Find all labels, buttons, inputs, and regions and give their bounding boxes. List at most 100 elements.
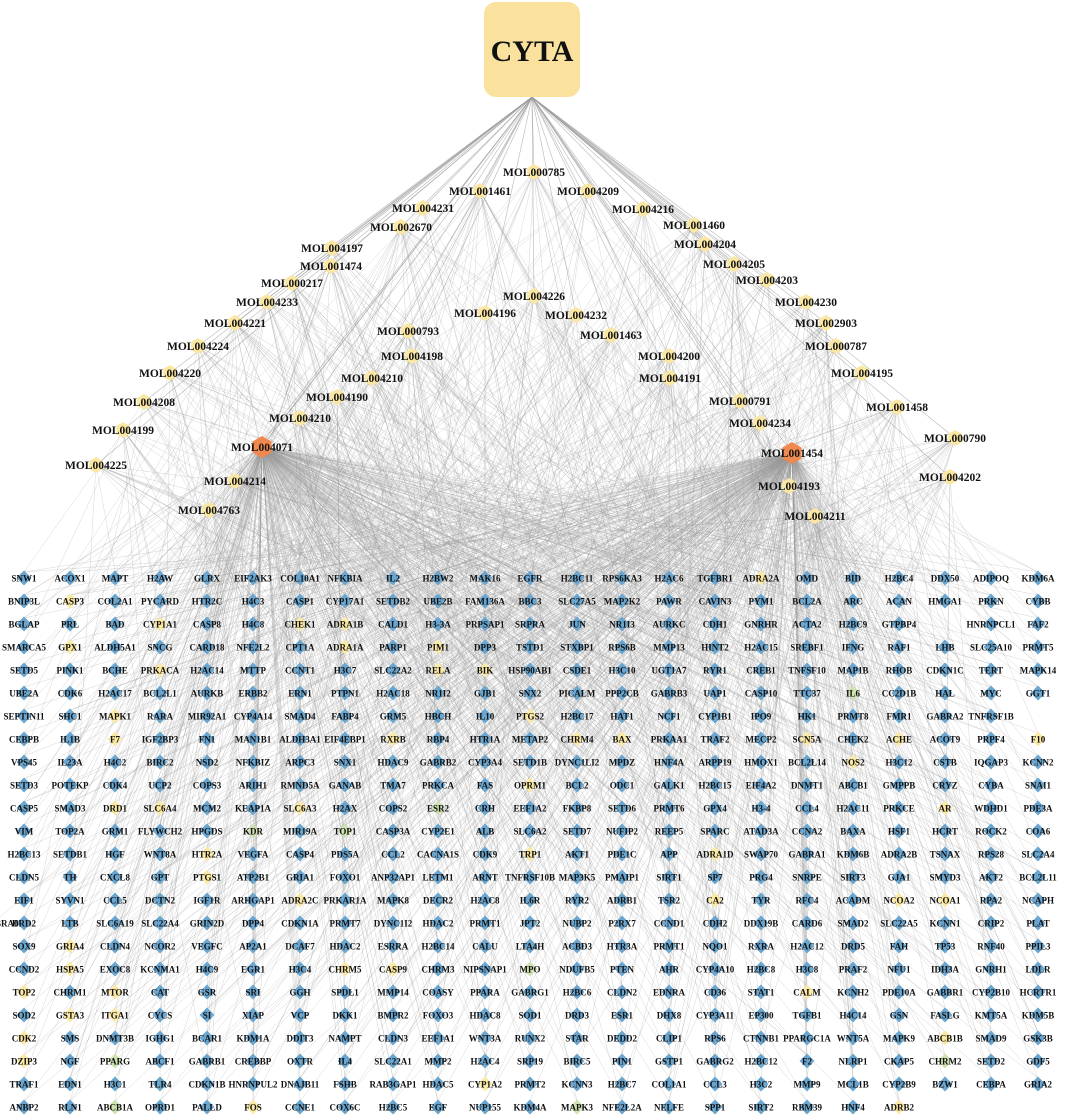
edge-compound-target xyxy=(479,190,900,941)
compound-label: MOL004197 xyxy=(301,243,363,255)
edge-compound-target xyxy=(122,429,992,734)
edge-compound-target xyxy=(299,417,531,849)
edge-compound-target xyxy=(759,422,900,734)
target-label: FAS xyxy=(477,781,493,791)
edge-compound-target xyxy=(197,345,716,964)
edge-compound-target xyxy=(330,265,439,941)
edge-compound-target xyxy=(206,446,263,688)
target-label: PTGS2 xyxy=(516,712,545,722)
target-label: RLN1 xyxy=(58,1103,82,1113)
target-label: MAPK1 xyxy=(99,712,131,722)
target-label: RNF40 xyxy=(977,942,1005,952)
edge-compound-target xyxy=(261,446,946,803)
edge-compound-target xyxy=(299,330,409,1033)
edge-compound-target xyxy=(529,476,951,964)
edge-compound-target xyxy=(484,190,589,895)
edge-compound-target xyxy=(261,446,623,665)
target-node: EEF1A2 xyxy=(513,800,547,816)
target-label: KDM1A xyxy=(237,1034,270,1044)
target-node: MAK16 xyxy=(470,570,501,586)
compound-label: MOL004071 xyxy=(231,442,293,454)
target-node: CXCL8 xyxy=(100,869,130,885)
edge-compound-target xyxy=(371,377,623,849)
edge-compound-target xyxy=(206,480,236,665)
target-label: SLC27A5 xyxy=(558,597,596,607)
edge-compound-target xyxy=(371,377,854,1033)
target-node: LHB xyxy=(935,639,955,655)
target-node: SMS xyxy=(61,1030,79,1046)
target-node: UBE2B xyxy=(423,593,453,609)
edge-compound-target xyxy=(714,406,898,1102)
edge-compound-target xyxy=(114,377,671,849)
edge-compound-target xyxy=(114,446,263,941)
edge-compound-target xyxy=(261,446,808,1010)
edge-compound-target xyxy=(234,480,486,1056)
edge-root-compound xyxy=(531,96,898,408)
edge-compound-target xyxy=(668,485,790,665)
edge-compound-target xyxy=(739,400,854,757)
edge-compound-target xyxy=(484,312,623,1033)
target-label: PPARG xyxy=(100,1057,130,1067)
target-label: TGFB1 xyxy=(792,1011,822,1021)
target-node: PRMT6 xyxy=(654,800,685,816)
edge-compound-target xyxy=(760,437,956,1033)
edge-compound-target xyxy=(392,452,793,849)
edge-compound-target xyxy=(791,452,854,619)
target-label: CLIP1 xyxy=(656,1034,683,1044)
target-node: KDM1A xyxy=(237,1030,270,1046)
target-label: DDX50 xyxy=(931,574,960,584)
compound-label: MOL001461 xyxy=(449,186,511,198)
edge-compound-target xyxy=(529,452,793,757)
edge-compound-target xyxy=(437,422,761,780)
compound-hexagon xyxy=(401,323,415,339)
edge-compound-target xyxy=(69,452,793,711)
edge-compound-target xyxy=(392,208,644,642)
target-label: HSF1 xyxy=(888,827,911,837)
target-label: CSDE1 xyxy=(563,666,592,676)
target-node: PRKACA xyxy=(141,662,180,678)
edge-compound-target xyxy=(114,396,338,918)
target-label: REEP5 xyxy=(655,827,684,837)
target-label: CYP4A10 xyxy=(696,965,735,975)
edge-compound-target xyxy=(437,452,793,1102)
edge-compound-target xyxy=(806,322,827,918)
target-label: PPARA xyxy=(470,988,500,998)
edge-compound-target xyxy=(533,171,946,734)
target-node: H2BC17 xyxy=(560,708,594,724)
edge-compound-target xyxy=(668,243,706,1056)
edge-compound-target xyxy=(69,452,793,895)
target-label: KMT5A xyxy=(975,1011,1008,1021)
edge-compound-target xyxy=(23,334,612,872)
target-label: HPGDS xyxy=(191,827,222,837)
target-node: CASP1 xyxy=(286,593,314,609)
edge-compound-target xyxy=(484,452,793,573)
target-label: SRI xyxy=(245,988,261,998)
edge-compound-target xyxy=(422,207,623,987)
edge-compound-target xyxy=(714,452,793,1079)
target-node: IGF2BP3 xyxy=(142,731,179,747)
edge-compound-target xyxy=(533,295,716,941)
edge-compound-target xyxy=(533,295,670,941)
target-label: PYM1 xyxy=(749,597,774,607)
target-label: CCNT1 xyxy=(285,666,316,676)
edge-compound-target xyxy=(23,515,816,849)
edge-compound-target xyxy=(533,171,946,941)
edge-compound-target xyxy=(791,452,900,987)
target-label: STXBP1 xyxy=(560,643,594,653)
compound-node: MOL004200 xyxy=(638,348,700,364)
edge-compound-target xyxy=(733,263,762,573)
edge-compound-target xyxy=(791,452,946,757)
edge-compound-target xyxy=(621,345,837,711)
edge-compound-target xyxy=(621,452,793,849)
edge-compound-target xyxy=(206,452,793,619)
target-label: PALLD xyxy=(192,1103,222,1113)
edge-compound-target xyxy=(261,446,670,964)
target-node: HPGDS xyxy=(191,823,223,839)
edge-compound-target xyxy=(576,452,793,826)
edge-compound-target xyxy=(95,464,439,665)
edge-compound-target xyxy=(266,301,900,1010)
target-node: ARIH1 xyxy=(239,777,267,793)
target-node: DNMT1 xyxy=(791,777,823,793)
target-label: PRAF2 xyxy=(839,965,868,975)
edge-compound-target xyxy=(479,190,900,918)
